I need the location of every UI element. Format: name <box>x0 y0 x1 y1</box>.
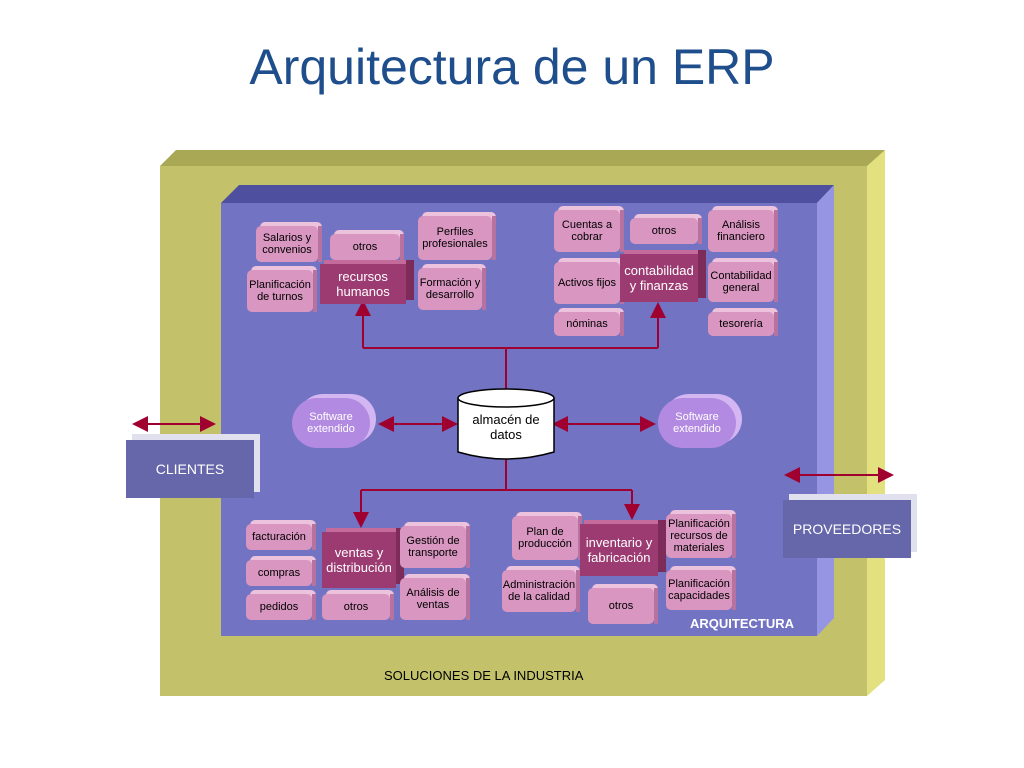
fin-otros: otros <box>630 218 702 244</box>
inv-planificacion-materiales: Planificación recursos de materiales <box>666 514 736 558</box>
page-title: Arquitectura de un ERP <box>249 39 775 95</box>
industry-frame-top <box>160 150 885 166</box>
fin-activos-fijos: Activos fijos <box>554 262 624 304</box>
proveedores-box: PROVEEDORES <box>783 500 911 558</box>
ventas-compras: compras <box>246 560 316 586</box>
fin-cuentas-cobrar: Cuentas a cobrar <box>554 210 624 252</box>
ventas-facturacion: facturación <box>246 524 316 550</box>
hub-recursos-humanos: recursos humanos <box>320 260 414 304</box>
rrhh-otros: otros <box>330 234 404 260</box>
architecture-label: ARQUITECTURA <box>690 616 794 631</box>
fin-analisis-financiero: Análisis financiero <box>708 210 778 252</box>
architecture-frame-side <box>817 185 834 636</box>
inv-plan-produccion: Plan de producción <box>512 516 582 560</box>
rrhh-planificacion-turnos: Planificación de turnos <box>247 270 317 312</box>
ventas-pedidos: pedidos <box>246 594 316 620</box>
inv-planificacion-capacidades: Planificación capacidades <box>666 570 736 610</box>
database-label: almacén de datos <box>472 412 540 442</box>
architecture-frame-top <box>221 185 834 203</box>
inv-administracion-calidad: Administración de la calidad <box>502 570 580 612</box>
clientes-box: CLIENTES <box>126 440 254 498</box>
fin-contabilidad-general: Contabilidad general <box>708 262 778 302</box>
fin-tesoreria: tesorería <box>708 312 778 336</box>
ventas-otros: otros <box>322 594 394 620</box>
rrhh-formacion: Formación y desarrollo <box>418 268 486 310</box>
software-extendido-left: Software extendido <box>292 398 370 448</box>
ventas-analisis: Análisis de ventas <box>400 578 470 620</box>
inv-otros: otros <box>588 588 658 624</box>
rrhh-salarios: Salarios y convenios <box>256 226 322 262</box>
hub-inventario-fabricacion: inventario y fabricación <box>580 520 666 576</box>
industry-frame-side <box>867 150 885 696</box>
fin-nominas: nóminas <box>554 312 624 336</box>
hub-contabilidad-finanzas: contabilidad y finanzas <box>620 250 706 302</box>
hub-ventas-distribucion: ventas y distribución <box>322 528 404 588</box>
industry-label: SOLUCIONES DE LA INDUSTRIA <box>384 668 584 683</box>
rrhh-perfiles: Perfiles profesionales <box>418 216 496 260</box>
software-extendido-right: Software extendido <box>658 398 736 448</box>
ventas-gestion-transporte: Gestión de transporte <box>400 526 470 568</box>
